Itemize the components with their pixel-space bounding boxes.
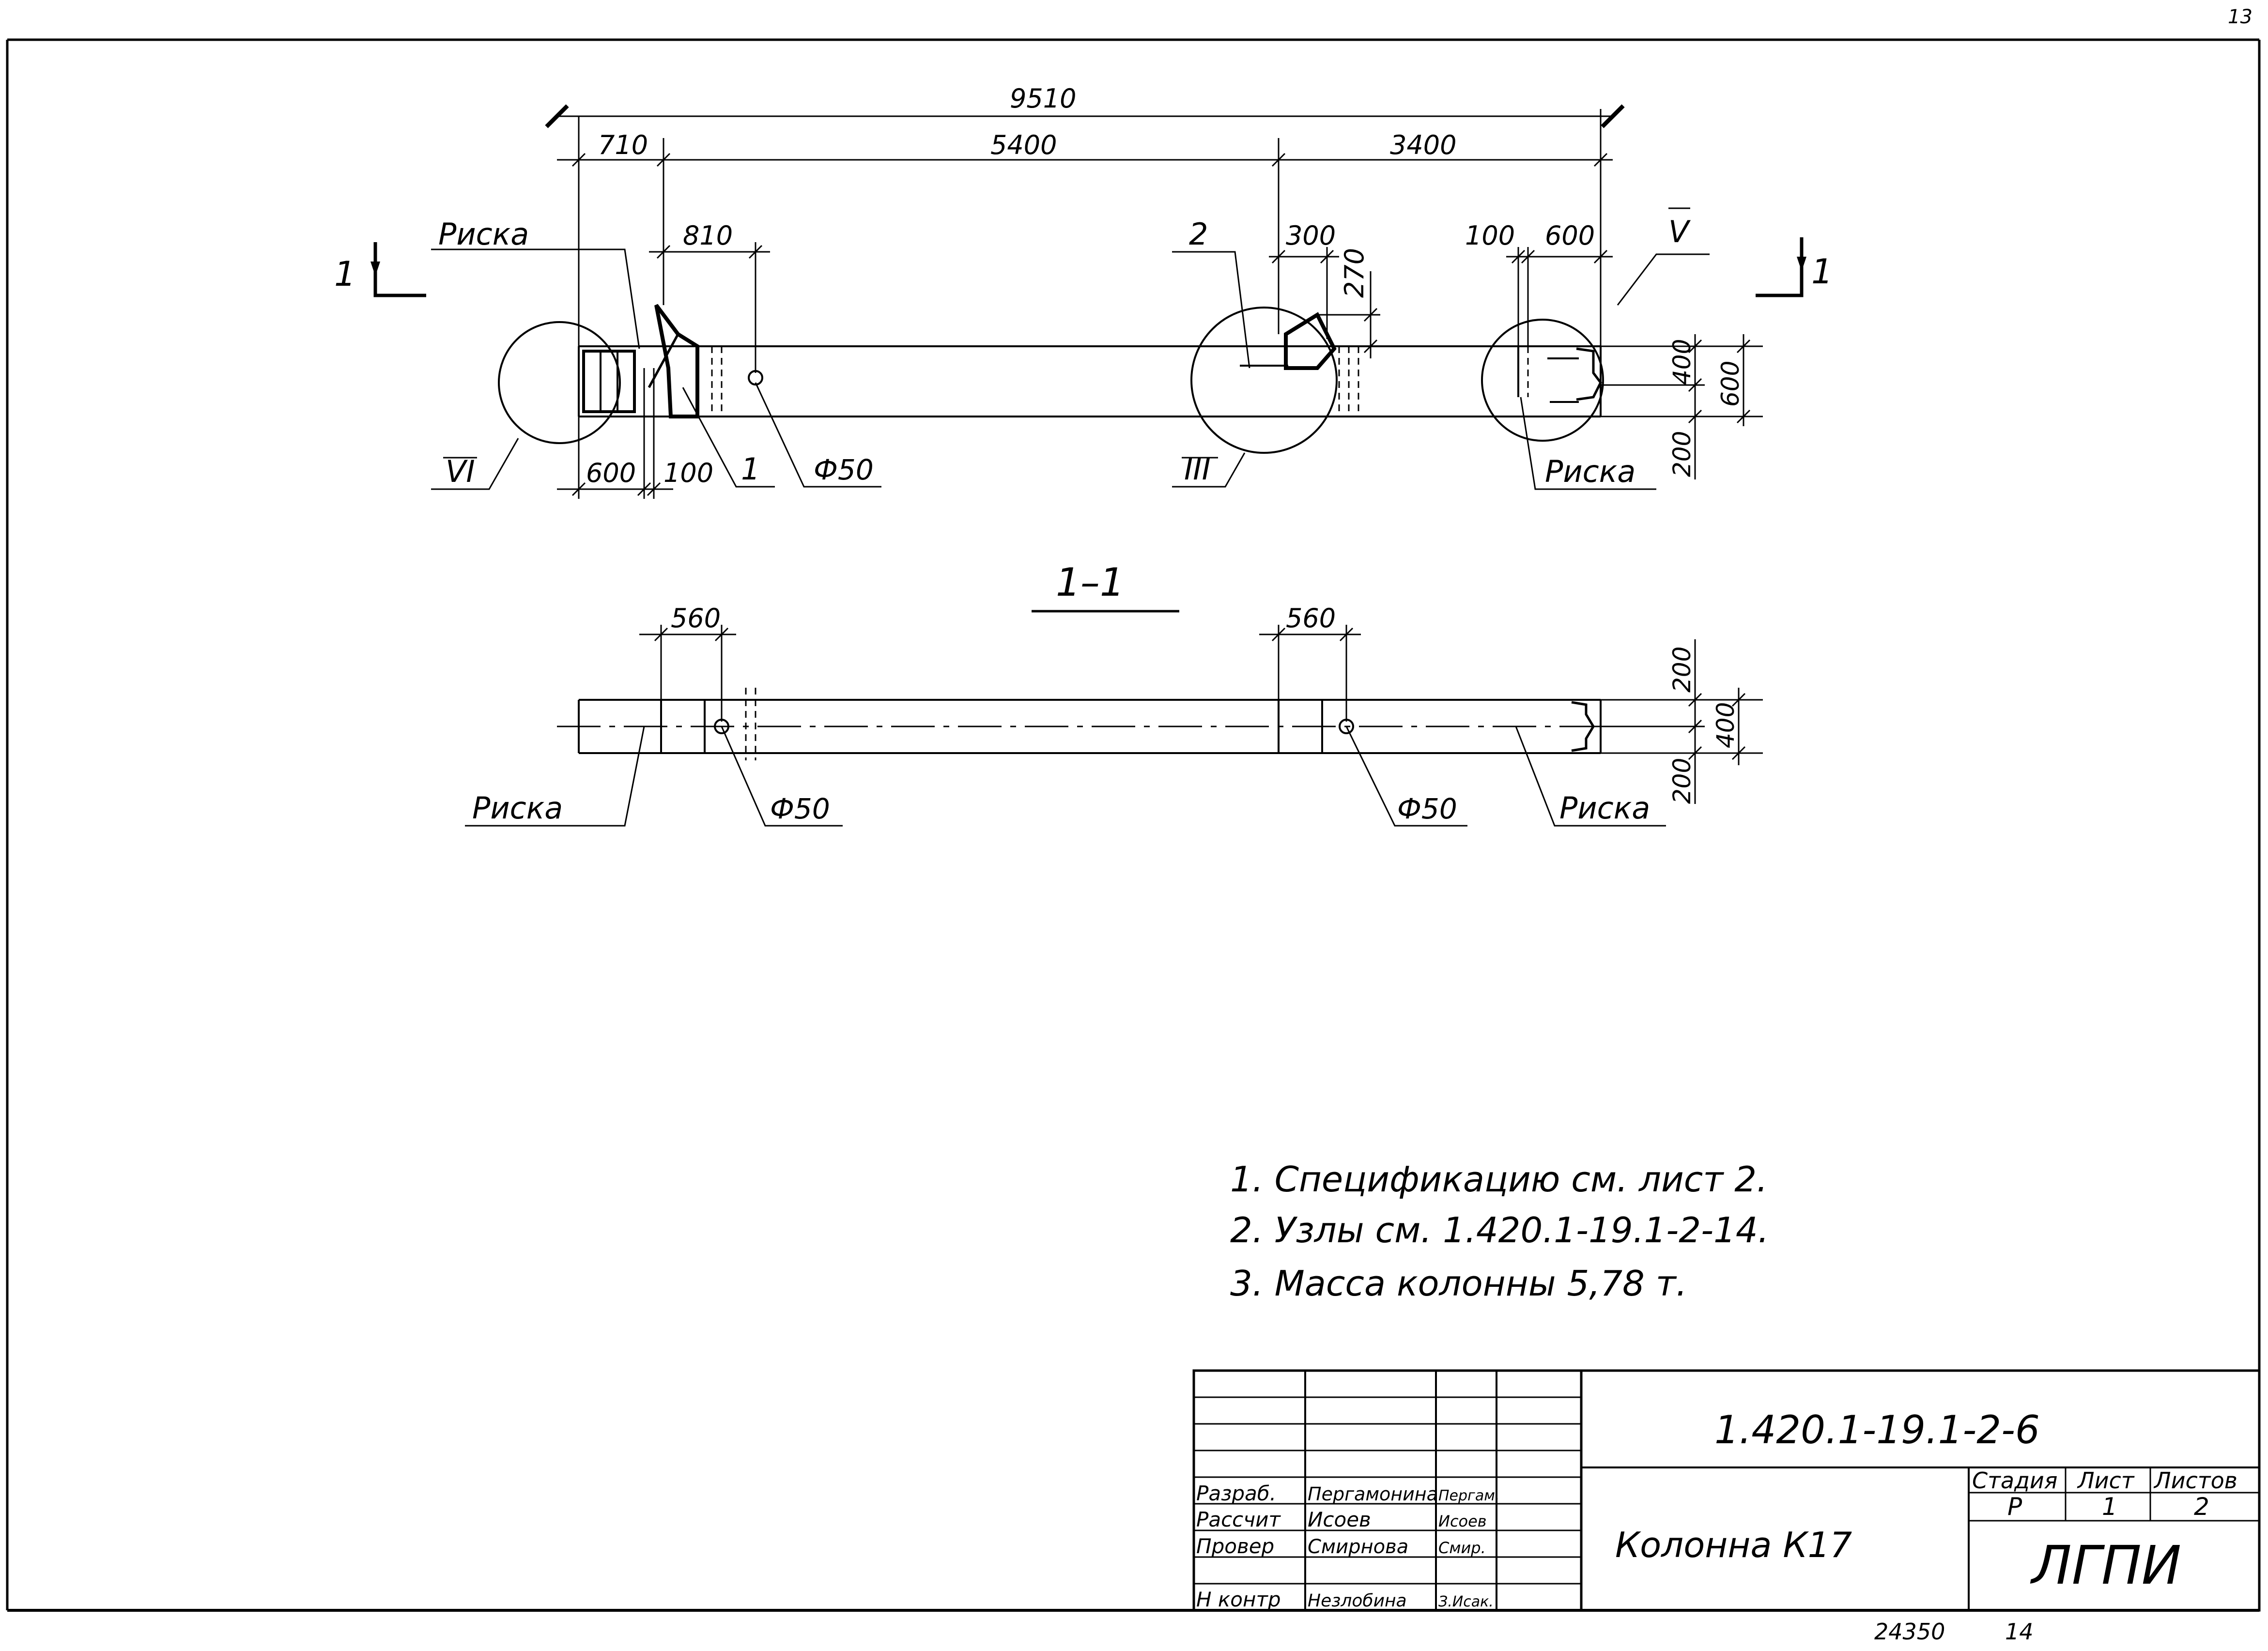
signature-4: З.Исак. <box>1438 1593 1494 1610</box>
plan-view: 9510 710 5400 3400 810 300 270 10 <box>334 83 1833 499</box>
stage-value: Р <box>2007 1493 2022 1521</box>
title-block: 1.420.1-19.1-2-6 Колонна К17 Стадия Лист… <box>1192 1369 2261 1612</box>
signature-2: Исоев <box>1438 1512 1487 1530</box>
sheets-header: Листов <box>2153 1467 2237 1494</box>
dim-left: 710 <box>598 130 648 160</box>
dim-300: 300 <box>1286 220 1336 251</box>
sheet-value: 1 <box>2102 1493 2117 1521</box>
dim-middle: 5400 <box>990 130 1057 160</box>
corner-mark: 13 <box>2228 6 2253 28</box>
detail-circle-V <box>1481 319 1604 442</box>
role-3: Провер <box>1196 1534 1274 1558</box>
role-2: Рассчит <box>1196 1508 1281 1531</box>
footer-number: 14 <box>2005 1619 2034 1645</box>
label-node-2: 2 <box>1189 216 1208 252</box>
dim-600-top: 600 <box>1545 220 1595 251</box>
dim-810: 810 <box>683 220 733 251</box>
label-node-III: III <box>1184 451 1211 487</box>
label-node-V: V <box>1668 214 1691 249</box>
bracket-middle <box>1240 312 1359 417</box>
section-mark-right: 1 <box>1811 252 1833 292</box>
dim-400-section: 400 <box>1712 702 1740 748</box>
dim-100-bottom: 100 <box>663 458 713 488</box>
notes: 1. Спецификацию см. лист 2. 2. Узлы см. … <box>1230 1159 1769 1304</box>
dim-560-left: 560 <box>671 603 721 633</box>
end-detail-right <box>1517 346 1602 403</box>
dim-200-section-top: 200 <box>1668 647 1696 693</box>
section-title: 1–1 <box>1056 560 1125 605</box>
hole-phi50-plan <box>748 370 763 386</box>
note-3: 3. Масса колонны 5,78 т. <box>1230 1263 1687 1304</box>
label-phi50-section-right: Ф50 <box>1397 792 1457 825</box>
dim-600-bottom: 600 <box>586 458 636 488</box>
sheet-header: Лист <box>2077 1467 2135 1494</box>
dim-100-top: 100 <box>1465 220 1515 251</box>
label-riska-plan-bottom: Риска <box>1545 454 1635 489</box>
role-1: Разраб. <box>1196 1481 1276 1505</box>
role-4: Н контр <box>1196 1588 1281 1611</box>
dim-270: 270 <box>1339 248 1370 298</box>
label-node-1: 1 <box>741 451 760 487</box>
dim-right: 3400 <box>1390 130 1456 160</box>
drawing-title: Колонна К17 <box>1615 1525 1852 1565</box>
name-4: Незлобина <box>1308 1591 1407 1611</box>
name-1: Пергамонина <box>1308 1483 1438 1505</box>
section-view: 1–1 560 560 <box>465 560 1763 827</box>
bracket-left <box>582 304 723 418</box>
name-3: Смирнова <box>1308 1536 1408 1558</box>
label-riska-section-right: Риска <box>1559 790 1650 826</box>
archive-number: 24350 <box>1874 1619 1945 1645</box>
label-riska-section-left: Риска <box>472 790 563 826</box>
note-2: 2. Узлы см. 1.420.1-19.1-2-14. <box>1230 1210 1769 1250</box>
label-phi50-section-left: Ф50 <box>770 792 830 825</box>
name-2: Исоев <box>1308 1508 1371 1531</box>
drawing-code: 1.420.1-19.1-2-6 <box>1714 1407 2040 1452</box>
section-mark-left: 1 <box>334 254 356 294</box>
organization: ЛГПИ <box>2030 1534 2181 1596</box>
stage-header: Стадия <box>1972 1467 2057 1494</box>
detail-circle-III <box>1190 307 1338 454</box>
dim-overall: 9510 <box>1010 83 1076 114</box>
detail-circle-VI <box>498 321 621 444</box>
label-riska-plan-top: Риска <box>438 216 529 252</box>
section-marker-left: 1 <box>334 242 426 297</box>
dim-400-plan: 400 <box>1668 339 1696 385</box>
dim-560-right: 560 <box>1286 603 1336 633</box>
note-1: 1. Спецификацию см. лист 2. <box>1230 1159 1768 1200</box>
label-phi50-plan: Ф50 <box>814 453 874 486</box>
label-node-VI: VI <box>446 454 475 489</box>
dim-600-plan: 600 <box>1716 361 1744 407</box>
dim-200-plan: 200 <box>1668 431 1696 477</box>
dim-200-section-bottom: 200 <box>1668 758 1696 804</box>
sheets-value: 2 <box>2194 1493 2209 1521</box>
section-marker-right: 1 <box>1756 237 1833 297</box>
signature-1: Пергам. <box>1438 1487 1499 1504</box>
signature-3: Смир. <box>1438 1539 1486 1557</box>
